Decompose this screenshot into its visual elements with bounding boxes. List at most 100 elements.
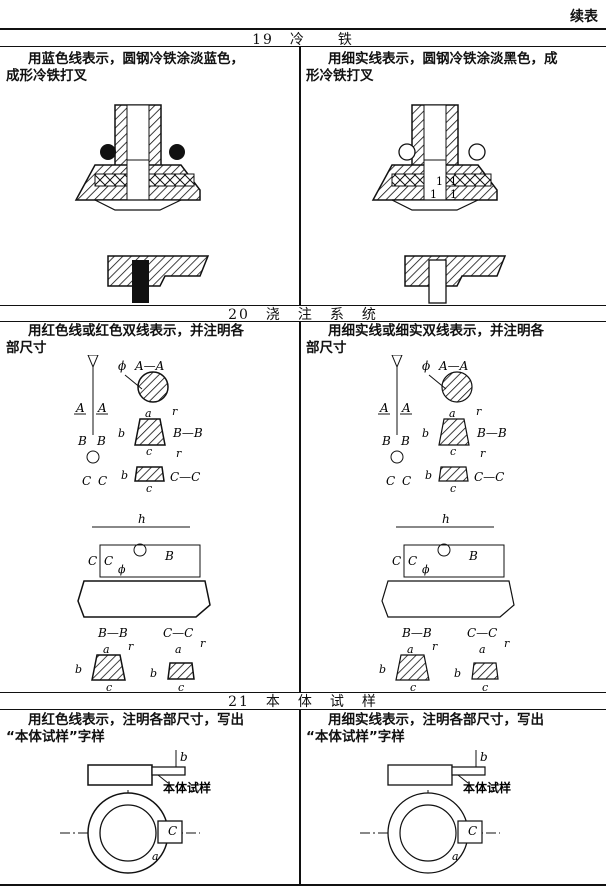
section-21-right-desc: 用细实线表示，注明各部尺寸，写出 “本体试样”字样 bbox=[306, 712, 544, 745]
svg-text:r: r bbox=[128, 640, 134, 653]
svg-text:C: C bbox=[98, 474, 107, 488]
svg-text:b: b bbox=[75, 663, 82, 676]
test-specimen-right-figure: b 本体试样 C a bbox=[360, 750, 511, 875]
divider-20 bbox=[299, 321, 301, 692]
section-19-title: 19 冷 铁 bbox=[252, 32, 354, 48]
svg-text:1: 1 bbox=[450, 188, 457, 201]
svg-text:b: b bbox=[150, 667, 157, 680]
section-20-right-desc: 用细实线或细实双线表示，并注明各 部尺寸 bbox=[306, 323, 544, 356]
svg-text:a: a bbox=[152, 850, 159, 863]
top-rule bbox=[0, 28, 606, 30]
svg-text:b: b bbox=[118, 427, 125, 440]
svg-text:a: a bbox=[452, 850, 459, 863]
svg-text:1: 1 bbox=[436, 175, 443, 188]
section-20-rule bbox=[0, 321, 606, 322]
svg-text:ϕ: ϕ bbox=[422, 563, 430, 576]
svg-text:B: B bbox=[77, 434, 87, 448]
svg-text:ϕ: ϕ bbox=[118, 359, 126, 373]
section-21-top-rule bbox=[0, 692, 606, 693]
svg-text:1: 1 bbox=[450, 175, 457, 188]
svg-text:C: C bbox=[168, 824, 177, 838]
section-19-left-desc: 用蓝色线表示，圆钢冷铁涂淡蓝色， 成形冷铁打叉 bbox=[6, 51, 244, 84]
svg-text:b: b bbox=[180, 750, 188, 764]
svg-text:a: a bbox=[407, 643, 414, 656]
svg-text:C—C: C—C bbox=[170, 470, 200, 484]
svg-text:本体试样: 本体试样 bbox=[163, 780, 211, 795]
svg-text:A: A bbox=[379, 401, 389, 415]
svg-text:B: B bbox=[96, 434, 106, 448]
chill-iron-left-figure bbox=[74, 104, 210, 303]
svg-text:1: 1 bbox=[430, 188, 437, 201]
svg-text:B—B: B—B bbox=[172, 426, 203, 440]
svg-text:A—A: A—A bbox=[438, 359, 469, 373]
svg-text:C: C bbox=[402, 474, 411, 488]
svg-text:c: c bbox=[178, 681, 184, 692]
svg-text:b: b bbox=[480, 750, 488, 764]
svg-text:c: c bbox=[146, 445, 152, 458]
svg-text:c: c bbox=[410, 681, 416, 692]
section-19-rule bbox=[0, 46, 606, 47]
svg-text:r: r bbox=[476, 405, 482, 418]
svg-text:B: B bbox=[164, 549, 174, 563]
svg-text:C—C: C—C bbox=[163, 626, 193, 640]
round-chill-right-dot bbox=[169, 144, 185, 160]
svg-text:B—B: B—B bbox=[97, 626, 128, 640]
svg-text:C: C bbox=[88, 554, 97, 568]
svg-text:B: B bbox=[468, 549, 478, 563]
svg-text:a: a bbox=[145, 407, 152, 420]
svg-text:a: a bbox=[479, 643, 486, 656]
svg-text:c: c bbox=[106, 681, 112, 692]
svg-text:r: r bbox=[176, 447, 182, 460]
svg-text:B: B bbox=[400, 434, 410, 448]
svg-text:b: b bbox=[425, 469, 432, 482]
svg-text:c: c bbox=[482, 681, 488, 692]
svg-text:A: A bbox=[75, 401, 85, 415]
gating-system-left-figure: ϕ A—A A A a r b B—B c B B C C r C—C b c … bbox=[74, 355, 211, 692]
svg-text:A—A: A—A bbox=[134, 359, 165, 373]
svg-text:b: b bbox=[454, 667, 461, 680]
svg-text:C: C bbox=[468, 824, 477, 838]
svg-text:B: B bbox=[381, 434, 391, 448]
svg-text:r: r bbox=[480, 447, 486, 460]
gating-system-right-figure: ϕ A—A A A a r b B—B c B B C C r C—C b c … bbox=[378, 355, 515, 692]
svg-text:a: a bbox=[175, 643, 182, 656]
bottom-rule bbox=[0, 884, 606, 886]
svg-text:C: C bbox=[82, 474, 91, 488]
section-19-right-desc: 用细实线表示，圆钢冷铁涂淡黑色，成 形冷铁打叉 bbox=[306, 51, 558, 84]
svg-text:A: A bbox=[401, 401, 411, 415]
svg-text:c: c bbox=[450, 482, 456, 495]
svg-text:ϕ: ϕ bbox=[422, 359, 430, 373]
svg-text:h: h bbox=[442, 512, 450, 526]
svg-text:c: c bbox=[450, 445, 456, 458]
svg-text:C: C bbox=[392, 554, 401, 568]
svg-text:C—C: C—C bbox=[467, 626, 497, 640]
svg-text:r: r bbox=[432, 640, 438, 653]
divider-21 bbox=[299, 709, 301, 884]
svg-text:a: a bbox=[103, 643, 110, 656]
svg-text:b: b bbox=[422, 427, 429, 440]
chill-iron-right-figure: 1 1 1 1 bbox=[371, 104, 507, 304]
section-21-left-desc: 用红色线表示，注明各部尺寸，写出 “本体试样”字样 bbox=[6, 712, 244, 745]
svg-text:h: h bbox=[138, 512, 146, 526]
section-21-rule bbox=[0, 709, 606, 710]
svg-text:A: A bbox=[97, 401, 107, 415]
round-chill-left-dot bbox=[100, 144, 116, 160]
divider-19 bbox=[299, 46, 301, 305]
section-20-top-rule bbox=[0, 305, 606, 306]
svg-text:r: r bbox=[172, 405, 178, 418]
svg-text:本体试样: 本体试样 bbox=[463, 780, 511, 795]
svg-text:c: c bbox=[146, 482, 152, 495]
svg-text:B—B: B—B bbox=[401, 626, 432, 640]
section-21-title: 21 本 体 试 样 bbox=[228, 694, 378, 710]
svg-text:C: C bbox=[104, 554, 113, 568]
svg-text:C: C bbox=[386, 474, 395, 488]
svg-text:r: r bbox=[504, 637, 510, 650]
continued-label: 续表 bbox=[570, 9, 598, 25]
section-20-left-desc: 用红色线或红色双线表示，并注明各 部尺寸 bbox=[6, 323, 244, 356]
svg-text:ϕ: ϕ bbox=[118, 563, 126, 576]
svg-text:a: a bbox=[449, 407, 456, 420]
svg-text:r: r bbox=[200, 637, 206, 650]
svg-text:C—C: C—C bbox=[474, 470, 504, 484]
svg-text:b: b bbox=[379, 663, 386, 676]
section-20-title: 20 浇 注 系 统 bbox=[228, 307, 378, 323]
